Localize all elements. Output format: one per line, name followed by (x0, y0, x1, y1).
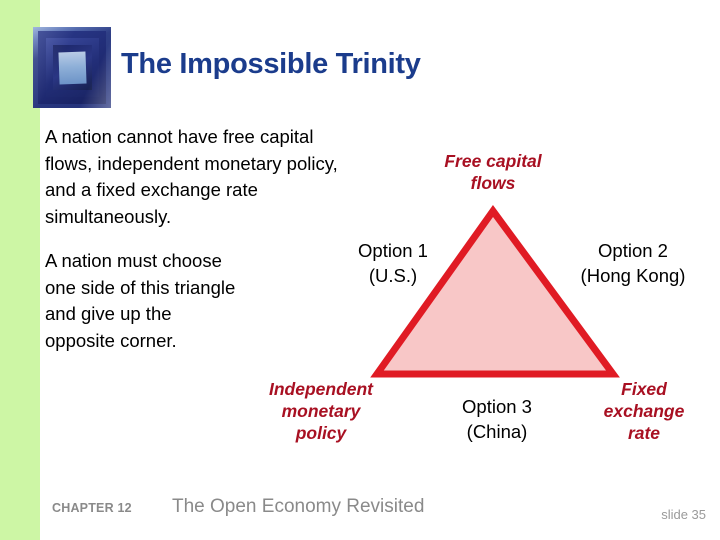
footer-slide-number: slide 35 (661, 507, 706, 522)
vertex-label-independent-line2: monetary (281, 401, 361, 421)
vertex-label-free-capital-flows: Free capital flows (404, 150, 582, 194)
option-2-country: (Hong Kong) (580, 265, 686, 286)
body-paragraph-1: A nation cannot have free capital flows,… (45, 126, 338, 227)
body-paragraph-2: A nation must choose one side of this tr… (45, 250, 236, 351)
vertex-label-independent-line3: policy (295, 423, 347, 443)
option-2-title: Option 2 (598, 240, 668, 261)
painting-sheen (33, 27, 111, 108)
vertex-label-free-capital-flows-line2: flows (470, 173, 516, 193)
page-title: The Impossible Trinity (121, 48, 421, 80)
option-1-country: (U.S.) (368, 265, 418, 286)
option-3-country: (China) (466, 421, 528, 442)
option-1-title: Option 1 (358, 240, 428, 261)
vertex-label-fixed-line2: exchange (603, 401, 685, 421)
trinity-triangle-shape (370, 205, 620, 378)
slide-footer: CHAPTER 12 The Open Economy Revisited sl… (0, 496, 720, 530)
option-2-label: Option 2 (Hong Kong) (546, 238, 720, 288)
option-3-title: Option 3 (462, 396, 532, 417)
vertex-label-fixed-exchange-rate: Fixed exchange rate (581, 378, 707, 444)
vertex-label-fixed-line3: rate (627, 423, 661, 443)
vertex-label-independent-monetary-policy: Independent monetary policy (239, 378, 403, 444)
footer-chapter: CHAPTER 12 (52, 501, 132, 515)
vertex-label-fixed-line1: Fixed (621, 379, 667, 399)
vertex-label-free-capital-flows-line1: Free capital (444, 151, 542, 171)
body-text-block: A nation cannot have free capital flows,… (45, 124, 345, 354)
option-1-label: Option 1 (U.S.) (320, 238, 466, 288)
vertex-label-independent-line1: Independent (268, 379, 374, 399)
footer-subject: The Open Economy Revisited (172, 496, 425, 517)
option-3-label: Option 3 (China) (424, 394, 570, 444)
blue-window-painting-image (33, 27, 111, 108)
